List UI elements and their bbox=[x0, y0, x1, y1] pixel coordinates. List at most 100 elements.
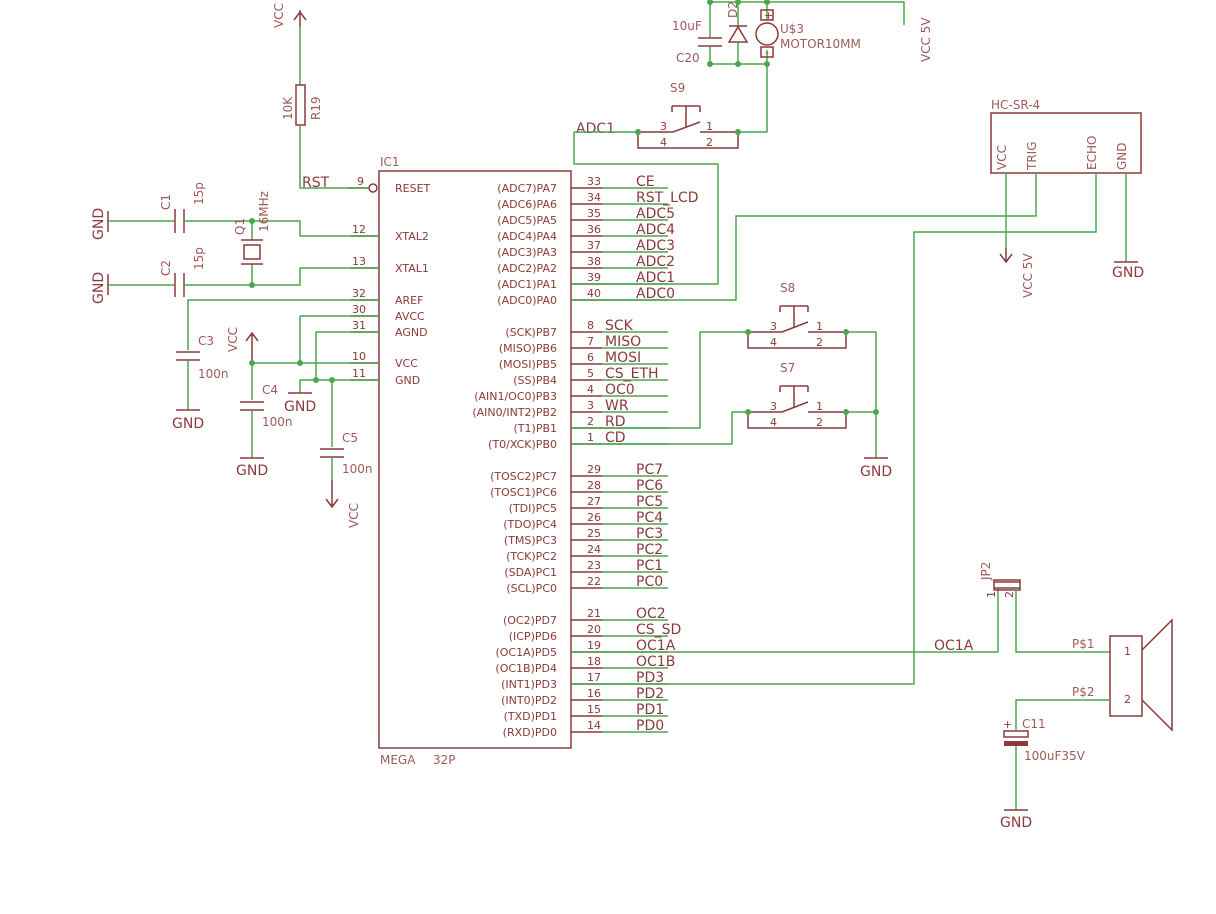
ic1-right-pin-number: 38 bbox=[587, 255, 601, 268]
ic1-right-pin-name: (ADC7)PA7 bbox=[497, 182, 557, 195]
junction-vcc-252 bbox=[249, 360, 255, 366]
agnd-gnd-wire bbox=[299, 331, 379, 393]
speaker-box bbox=[1109, 635, 1143, 717]
ic1-net-label: PD1 bbox=[636, 702, 664, 718]
ic1-net-label: MOSI bbox=[605, 350, 641, 366]
hc-trig-wire bbox=[570, 173, 1037, 301]
junction-motor-4 bbox=[707, 61, 713, 67]
ic1-net-label: RD bbox=[605, 414, 626, 430]
oc1a-wire bbox=[570, 588, 999, 653]
ic1-right-pin-name: (T1)PB1 bbox=[514, 422, 557, 435]
ic1-right-pin-number: 14 bbox=[587, 719, 601, 732]
hc-pin-echo: ECHO bbox=[1085, 136, 1099, 170]
speaker-p2-label: P$2 bbox=[1072, 685, 1095, 699]
c3-symbol bbox=[176, 351, 200, 361]
c11-wire-top bbox=[1015, 699, 1110, 730]
ic1-right-pin-number: 36 bbox=[587, 223, 601, 236]
s9-pin4: 4 bbox=[660, 136, 667, 149]
c20-value: 10uF bbox=[672, 19, 702, 33]
ic1-left-pin-number: 31 bbox=[352, 319, 366, 332]
ic1-left-pins: RESET9XTAL212XTAL113AREF32AVCC30AGND31VC… bbox=[347, 175, 431, 387]
ic1-net-label: CS_ETH bbox=[605, 366, 659, 382]
s9-junction-left bbox=[635, 129, 641, 135]
ic1-right-pin-number: 18 bbox=[587, 655, 601, 668]
c20-symbol bbox=[698, 37, 722, 47]
s8-junction-right bbox=[843, 329, 849, 335]
ic1-left-pin-number: 12 bbox=[352, 223, 366, 236]
ic1-right-pin-number: 24 bbox=[587, 543, 601, 556]
u3-plus: + bbox=[764, 9, 773, 22]
gnd-label-c1: GND bbox=[91, 208, 107, 240]
ultrasonic-sensor: HC-SR-4 VCC TRIG ECHO GND VCC 5V GND bbox=[570, 98, 1144, 685]
ic1-right-pin-number: 27 bbox=[587, 495, 601, 508]
c5-symbol bbox=[320, 448, 344, 458]
jp2-symbol bbox=[994, 581, 1020, 589]
s7-junction-left bbox=[745, 409, 751, 415]
ic1-net-label: PC1 bbox=[636, 558, 663, 574]
c2-symbol bbox=[174, 273, 185, 297]
ic1-right-pin-name: (AIN1/OC0)PB3 bbox=[474, 390, 557, 403]
ic1-net-label: ADC0 bbox=[636, 286, 675, 302]
ic1-right-pin-name: (INT0)PD2 bbox=[501, 694, 557, 707]
speaker-p1-label: P$1 bbox=[1072, 637, 1095, 651]
ic1-value-b: 32P bbox=[433, 753, 456, 767]
ic1-net-label: PC6 bbox=[636, 478, 663, 494]
s8-pin3: 3 bbox=[770, 320, 777, 333]
speaker-pin2: 2 bbox=[1124, 693, 1131, 706]
ic1-right-pin-name: (ADC4)PA4 bbox=[497, 230, 557, 243]
gnd-label-c2: GND bbox=[91, 272, 107, 304]
ic1-right-pin-name: (T0/XCK)PB0 bbox=[488, 438, 557, 451]
speaker-pin1: 1 bbox=[1124, 645, 1131, 658]
ic1-right-pin-number: 7 bbox=[587, 335, 594, 348]
ic1-net-label: PC7 bbox=[636, 462, 663, 478]
ic1-right-pin-number: 2 bbox=[587, 415, 594, 428]
d2-symbol bbox=[727, 25, 749, 43]
ic1-right-pin-name: (ADC1)PA1 bbox=[497, 278, 557, 291]
ic1-net-label: PD3 bbox=[636, 670, 664, 686]
q1-value: 16MHz bbox=[257, 191, 271, 232]
ic1-right-pin-number: 29 bbox=[587, 463, 601, 476]
ic1-right-pin-number: 8 bbox=[587, 319, 594, 332]
gnd-label-switches: GND bbox=[860, 464, 892, 480]
ic1-right-pin-name: (TOSC2)PC7 bbox=[490, 470, 557, 483]
s8-pin4: 4 bbox=[770, 336, 777, 349]
switch-s8: S8 3 1 4 2 bbox=[570, 281, 877, 458]
ic1-net-label: ADC4 bbox=[636, 222, 675, 238]
vcc-label-r19: VCC bbox=[272, 3, 286, 28]
hc-echo-wire bbox=[570, 173, 1097, 685]
ic1-right-pin-name: (TDO)PC4 bbox=[503, 518, 557, 531]
ic1-right-pin-number: 39 bbox=[587, 271, 601, 284]
s9-ref: S9 bbox=[670, 81, 685, 95]
vcc-arrow-r19 bbox=[293, 10, 307, 27]
s7-pin3: 3 bbox=[770, 400, 777, 413]
ic1-right-pin-number: 23 bbox=[587, 559, 601, 572]
s7-junction-right bbox=[843, 409, 849, 415]
s9-junction-right bbox=[735, 129, 741, 135]
ic1-right-pin-number: 40 bbox=[587, 287, 601, 300]
hc-pin-trig: TRIG bbox=[1025, 141, 1039, 171]
ic1-right-pin-name: (TDI)PC5 bbox=[509, 502, 557, 515]
junction-q1-bottom bbox=[249, 282, 255, 288]
jp2-pin1: 1 bbox=[985, 591, 998, 598]
ic1-net-label: PC0 bbox=[636, 574, 663, 590]
ic1-right-pin-name: (MOSI)PB5 bbox=[499, 358, 557, 371]
ic1-right-pin-name: (OC1A)PD5 bbox=[495, 646, 557, 659]
s8-body bbox=[747, 305, 847, 349]
ic1-right-pin-name: (SCL)PC0 bbox=[506, 582, 557, 595]
c11-ref: C11 bbox=[1022, 717, 1046, 731]
ic1-net-label: MISO bbox=[605, 334, 641, 350]
hc-pin-gnd: GND bbox=[1115, 142, 1129, 170]
ic1-net-label: OC1B bbox=[636, 654, 675, 670]
jp2-to-speaker-wire bbox=[1015, 588, 1110, 653]
ic1-net-label: OC1A bbox=[636, 638, 676, 654]
jp2-pin2: 2 bbox=[1003, 591, 1016, 598]
junction-motor-5 bbox=[735, 61, 741, 67]
c1-ref: C1 bbox=[159, 194, 173, 210]
ic1-net-label: OC0 bbox=[605, 382, 635, 398]
u3-terminal-top bbox=[760, 9, 774, 21]
vcc-arrow-c5 bbox=[325, 480, 339, 509]
motor-rail-top bbox=[710, 1, 905, 25]
ic1-right-pin-name: (ADC5)PA5 bbox=[497, 214, 557, 227]
aref-wire bbox=[187, 299, 379, 350]
